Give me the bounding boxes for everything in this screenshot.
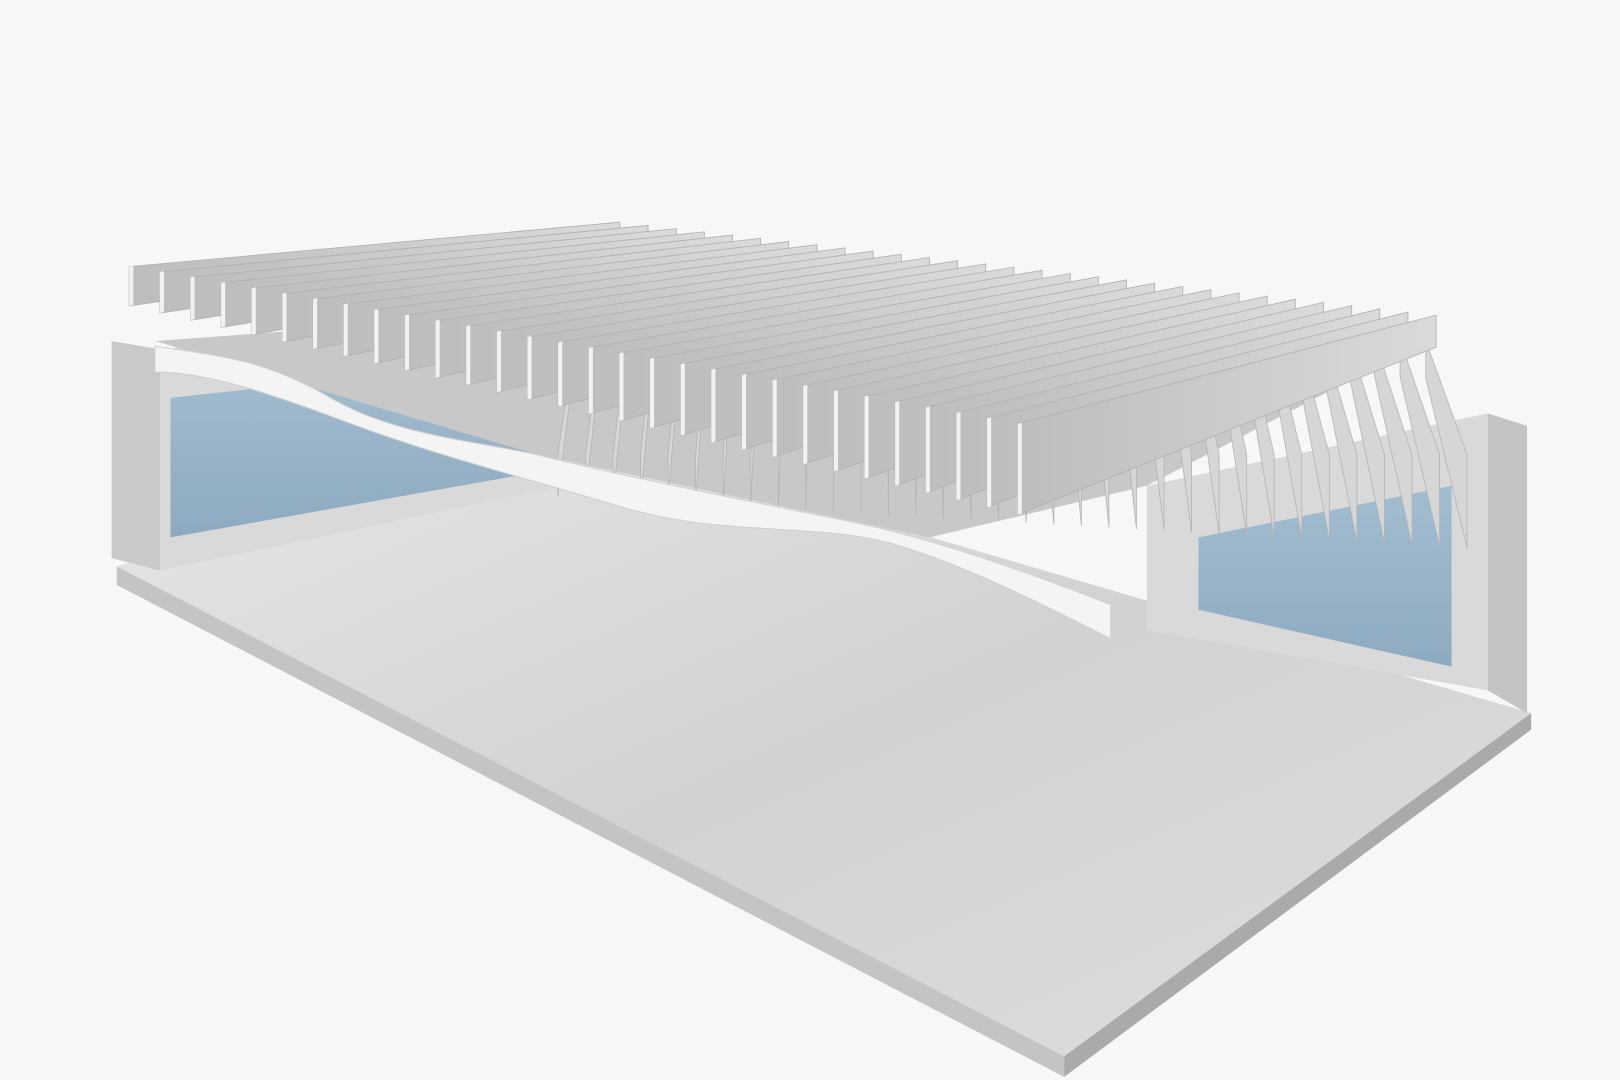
upper-fin-edge xyxy=(374,308,379,364)
upper-fin-edge xyxy=(956,411,961,501)
upper-fin-layer xyxy=(128,221,1437,516)
upper-fin-edge xyxy=(680,363,685,436)
right-wall-edge xyxy=(1487,413,1528,714)
upper-fin-edge xyxy=(864,395,869,479)
upper-fin-edge xyxy=(159,271,164,314)
upper-fin-edge xyxy=(527,336,532,400)
upper-fin-edge xyxy=(833,390,838,472)
upper-fin-edge xyxy=(190,276,195,321)
upper-fin-edge xyxy=(466,325,471,386)
left-wall-edge xyxy=(111,341,161,571)
slab-top xyxy=(116,434,1532,1057)
upper-fin-edge xyxy=(925,406,930,494)
upper-fin-edge xyxy=(404,314,410,371)
upper-fin-edge xyxy=(895,401,900,486)
upper-fin-edge xyxy=(588,346,593,414)
upper-fin-edge xyxy=(435,319,440,378)
slab-edge-front xyxy=(116,566,1065,1077)
upper-fin-edge xyxy=(987,417,992,508)
upper-fin-edge xyxy=(803,384,808,465)
upper-fin-edge xyxy=(312,298,318,350)
lower-fin xyxy=(1425,340,1468,548)
upper-fin-edge xyxy=(343,303,348,357)
upper-fin-edge xyxy=(221,281,226,328)
curved-ribbon xyxy=(154,345,1112,640)
upper-fin-edge xyxy=(282,292,287,342)
upper-fin-edge xyxy=(496,330,501,393)
slab-edge-right xyxy=(1064,713,1532,1077)
upper-fin xyxy=(1017,314,1437,516)
floor-slab xyxy=(116,434,1532,1077)
right-window-glass xyxy=(1198,485,1452,667)
upper-fin-edge xyxy=(129,265,134,306)
upper-fin-edge xyxy=(772,379,777,458)
upper-fin-edge xyxy=(650,357,655,429)
upper-fin-edge xyxy=(741,373,747,450)
upper-fin-edge xyxy=(619,352,624,422)
upper-fin-edge xyxy=(1017,422,1022,515)
upper-fin-edge xyxy=(558,341,563,407)
upper-fin-edge xyxy=(251,287,256,335)
upper-fin-edge xyxy=(711,368,716,443)
lower-fin xyxy=(1399,339,1440,547)
